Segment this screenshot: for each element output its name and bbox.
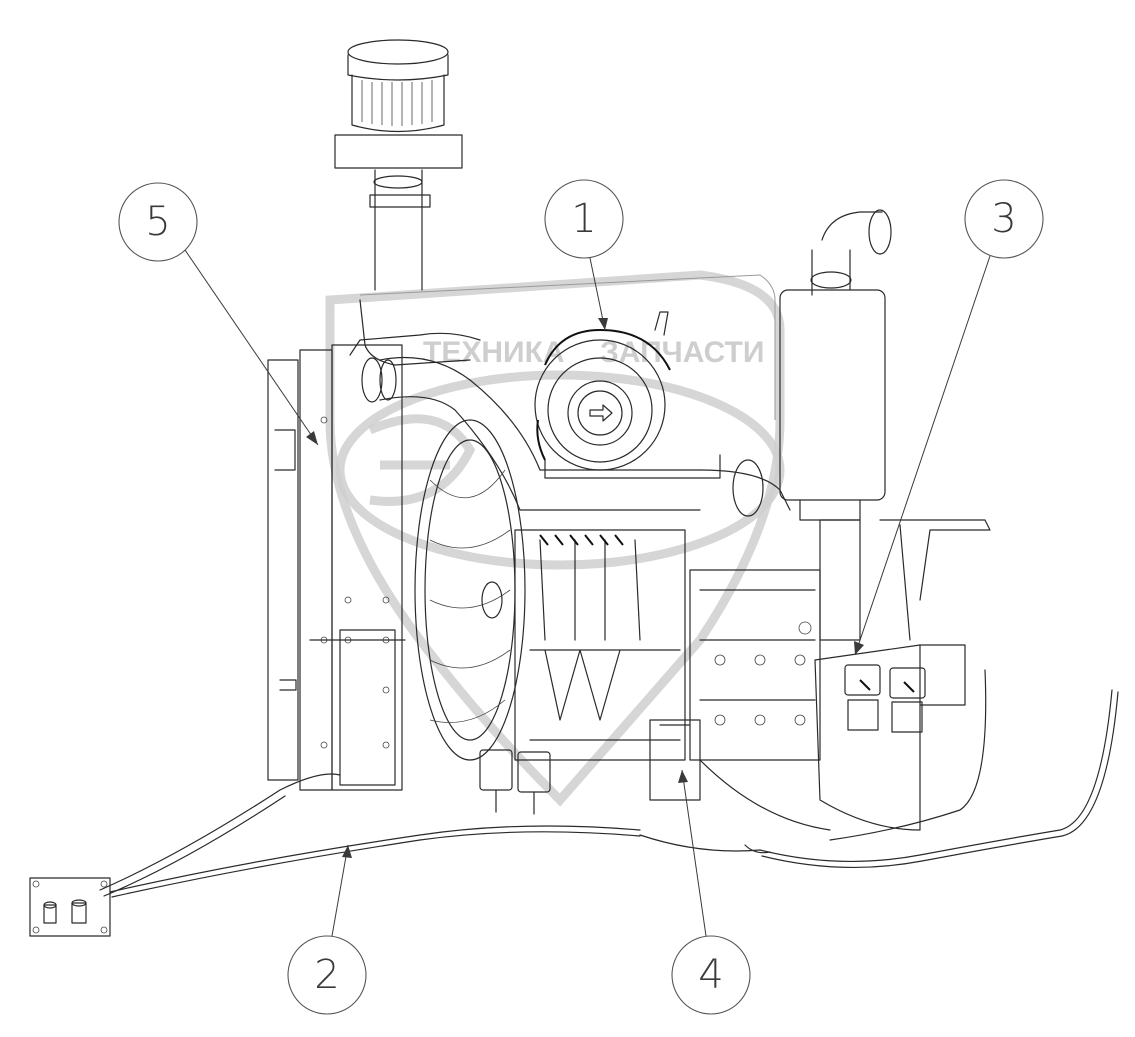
watermark-right-text: ЗАПЧАСТИ bbox=[600, 336, 764, 369]
callout-1-label: 1 bbox=[571, 196, 596, 242]
wiring-harness bbox=[99, 669, 1119, 898]
connector-plate bbox=[29, 877, 111, 937]
watermark: ТЕХНИКА ЗАПЧАСТИ bbox=[325, 270, 785, 807]
relay-block bbox=[844, 664, 926, 733]
air-intake-stack bbox=[334, 39, 463, 291]
callout-3-label: 3 bbox=[991, 196, 1016, 242]
engine-block bbox=[514, 529, 831, 831]
muffler bbox=[779, 209, 892, 521]
watermark-left-text: ТЕХНИКА bbox=[423, 336, 565, 369]
cooling-fan bbox=[414, 419, 526, 761]
callout-1: 1 bbox=[544, 179, 624, 331]
flywheel-housing bbox=[814, 519, 991, 831]
callout-2: 2 bbox=[287, 844, 367, 1015]
callout-5: 5 bbox=[118, 182, 319, 446]
callout-4-label: 4 bbox=[698, 952, 723, 998]
callout-5-label: 5 bbox=[145, 199, 170, 245]
callout-4: 4 bbox=[671, 769, 751, 1015]
watermark-shield-outline bbox=[325, 270, 785, 807]
callout-2-label: 2 bbox=[314, 952, 339, 998]
intake-hose bbox=[361, 356, 791, 517]
lower-relays bbox=[479, 749, 551, 815]
radiator bbox=[267, 344, 406, 791]
watermark-letter-e bbox=[368, 414, 476, 506]
callout-3: 3 bbox=[854, 179, 1044, 656]
